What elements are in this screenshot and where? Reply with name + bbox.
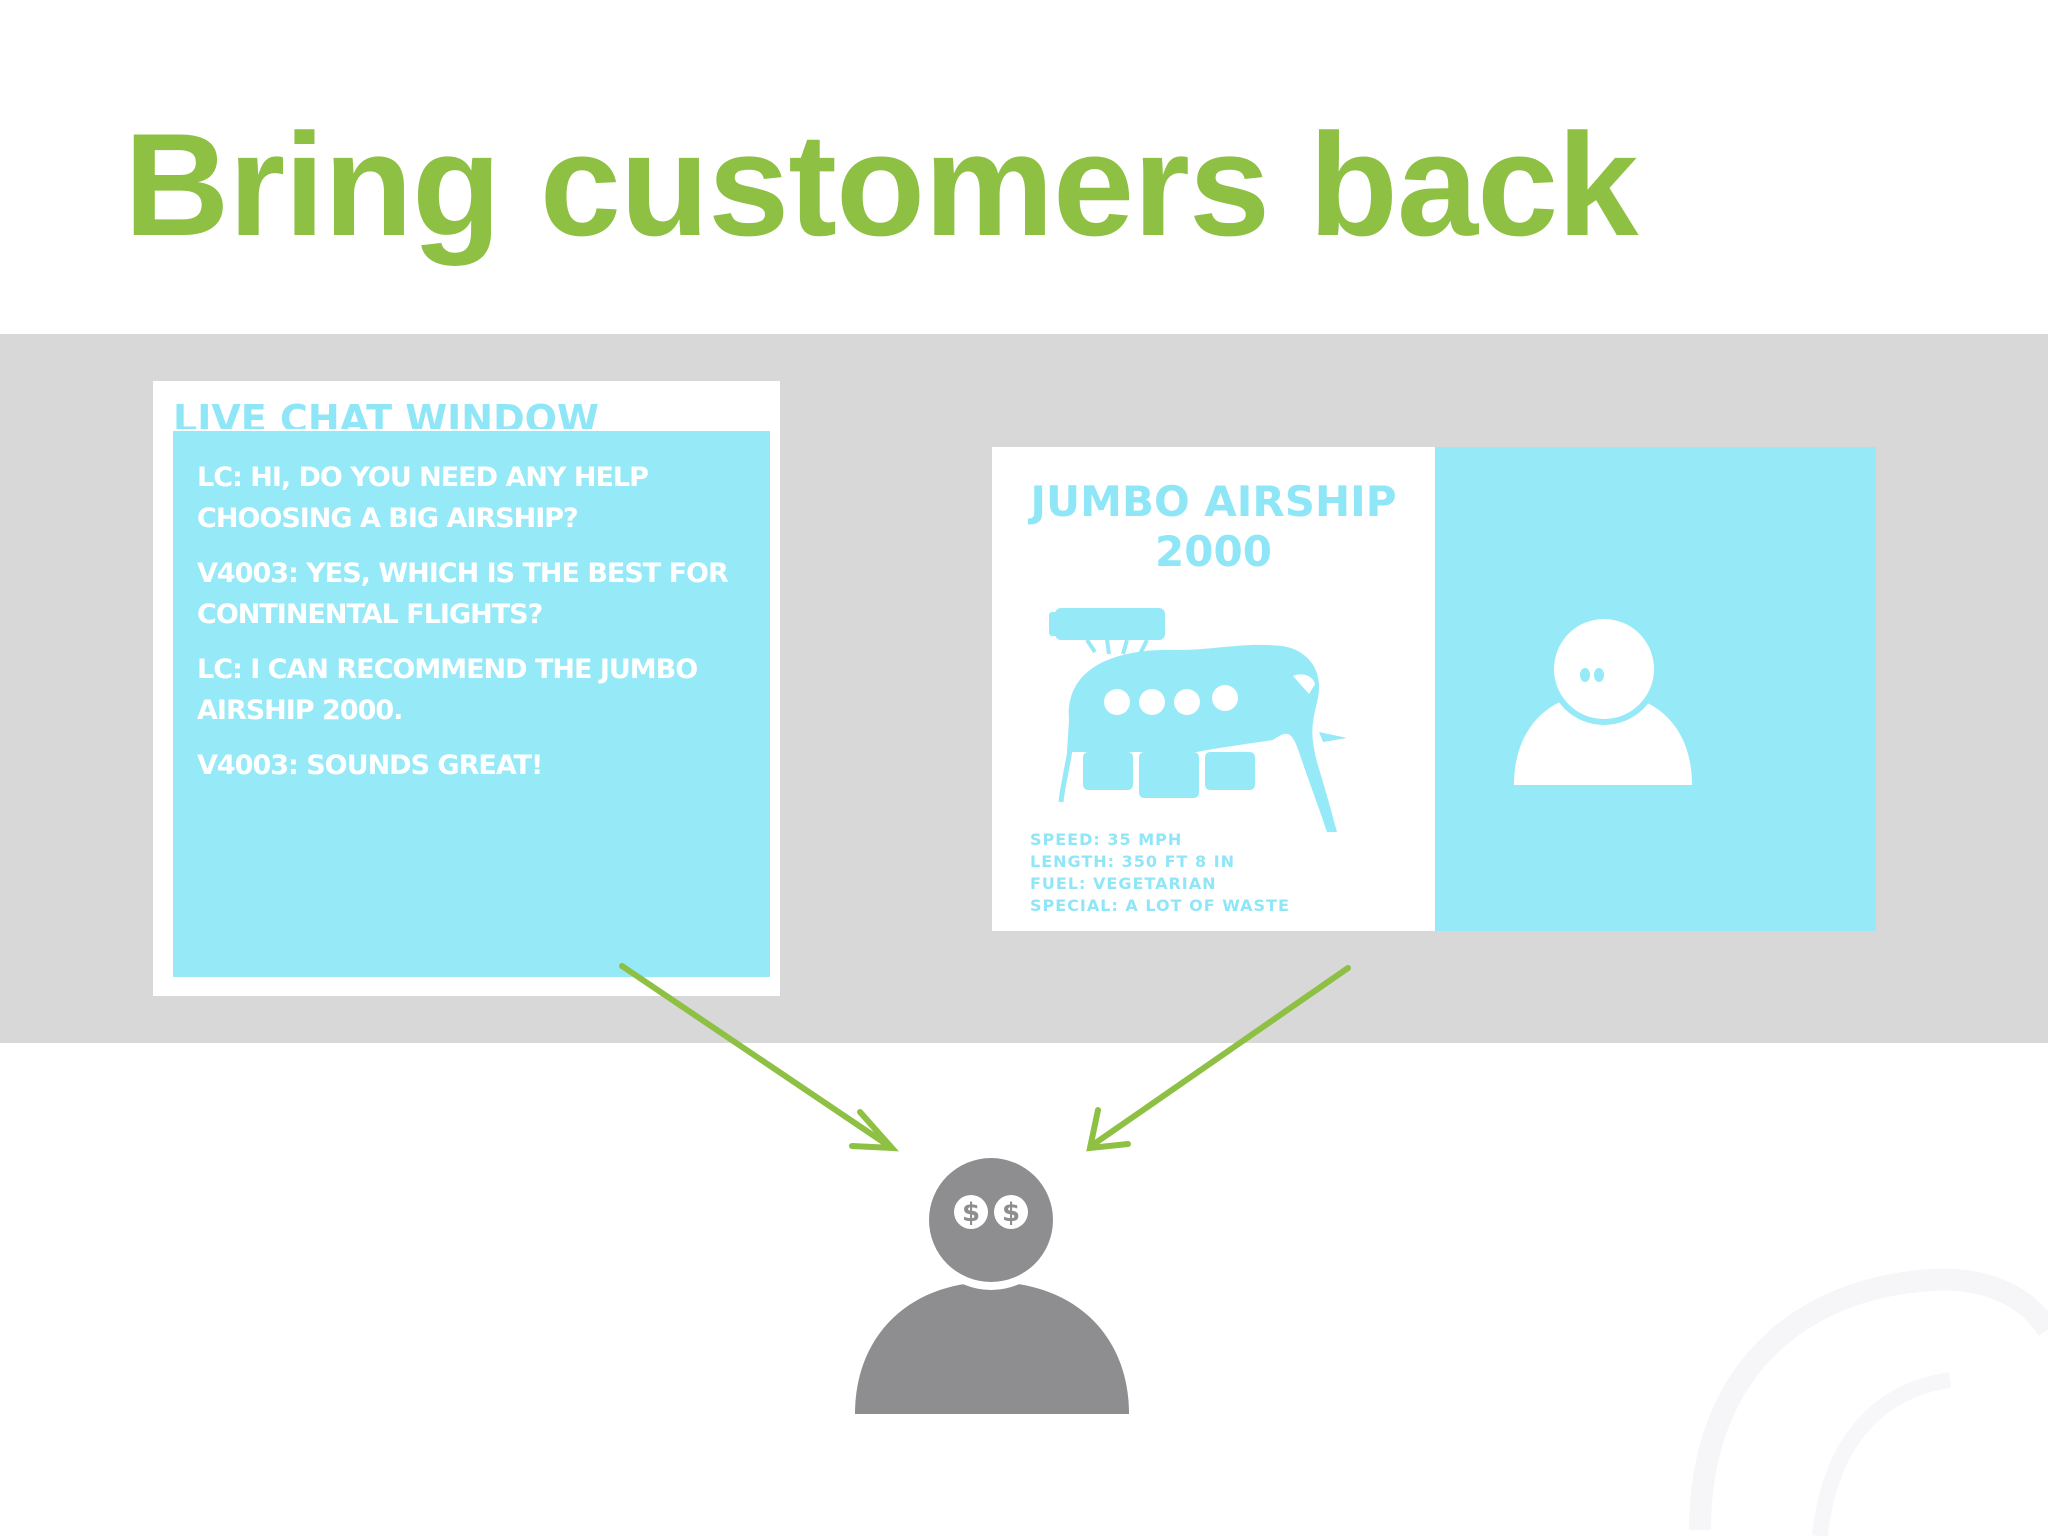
customer-dollar-eyes-icon: $ $ [855,1150,1129,1414]
product-title-line2: 2000 [1155,527,1272,576]
product-specs: SPEED: 35 MPH LENGTH: 350 FT 8 IN FUEL: … [1030,829,1290,917]
agent-panel [1435,447,1876,931]
svg-text:$: $ [962,1198,980,1228]
product-title-line1: JUMBO AIRSHIP [1030,477,1397,526]
chat-message: LC: HI, DO YOU NEED ANY HELP CHOOSING A … [197,462,649,534]
live-chat-window: LIVE CHAT WINDOW LC: HI, DO YOU NEED ANY… [153,381,780,996]
chat-message: V4003: YES, WHICH IS THE BEST FOR CONTIN… [197,558,729,630]
spec-line: SPECIAL: A LOT OF WASTE [1030,896,1290,915]
product-title: JUMBO AIRSHIP 2000 [992,477,1435,577]
slide-title: Bring customers back [124,103,1638,266]
agent-avatar-icon [1514,613,1692,785]
spec-line: SPEED: 35 MPH [1030,830,1183,849]
elephant-airship-icon [1049,608,1347,832]
chat-window-heading: LIVE CHAT WINDOW [173,397,599,429]
chat-message: V4003: SOUNDS GREAT! [197,750,543,781]
product-panel: JUMBO AIRSHIP 2000 [992,447,1435,931]
spec-line: FUEL: VEGETARIAN [1030,874,1217,893]
chat-messages: LC: HI, DO YOU NEED ANY HELP CHOOSING A … [197,457,757,800]
chat-body: LC: HI, DO YOU NEED ANY HELP CHOOSING A … [173,431,770,977]
arrow-icon [849,1109,899,1152]
chat-message: LC: I CAN RECOMMEND THE JUMBO AIRSHIP 20… [197,654,698,726]
arrow-icon [1091,965,1351,1147]
svg-text:$: $ [1002,1198,1020,1228]
spec-line: LENGTH: 350 FT 8 IN [1030,852,1236,871]
product-page: JUMBO AIRSHIP 2000 [992,447,1876,931]
arrow-icon [619,963,889,1147]
arrow-icon [1086,1107,1131,1152]
watermark-swirl [1689,1268,2048,1536]
